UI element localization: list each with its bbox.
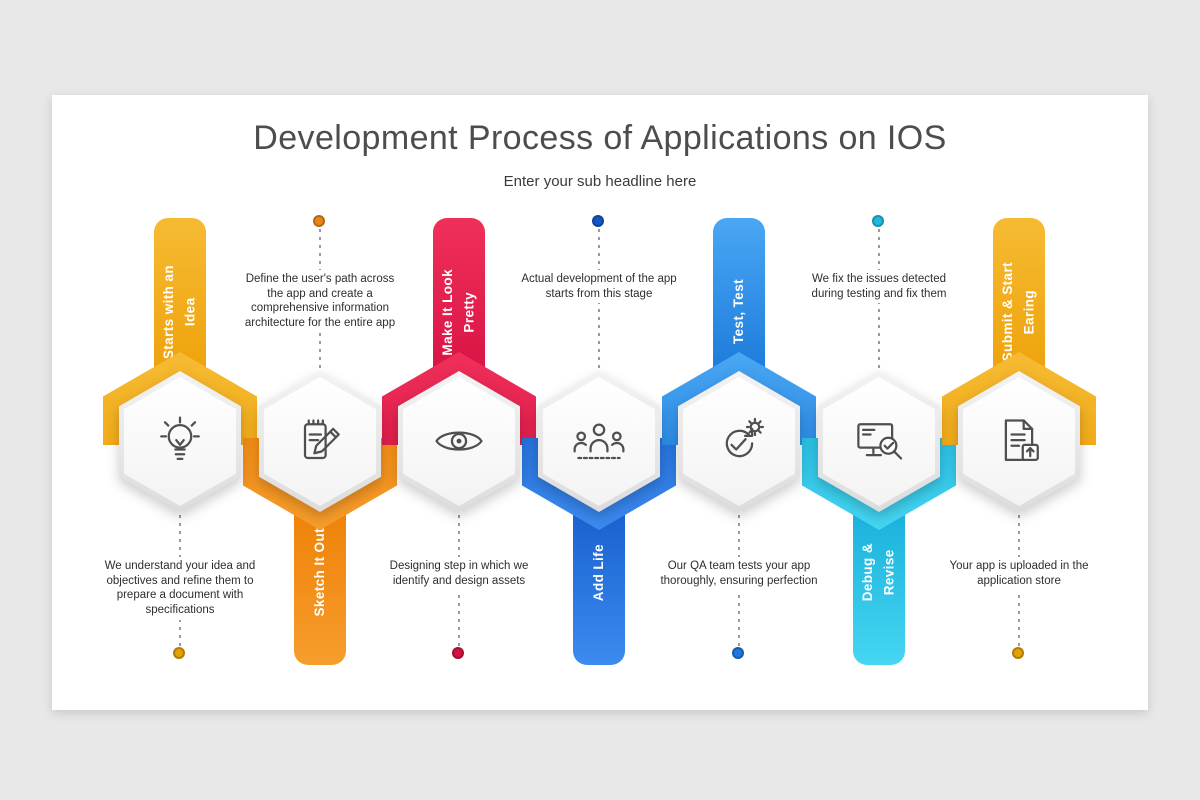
- connector-dot: [313, 215, 325, 227]
- step-description: Define the user's path across the app an…: [240, 270, 400, 333]
- connector-dot: [173, 647, 185, 659]
- step-hexagon: [678, 371, 800, 512]
- connector-dot: [592, 215, 604, 227]
- step-description: We fix the issues detected during testin…: [799, 270, 959, 304]
- idea-bulb-icon: [160, 416, 200, 460]
- step-description: Actual development of the app starts fro…: [519, 270, 679, 304]
- process-step-4: Add Life Actual development of the app s…: [519, 95, 679, 710]
- process-step-7: Submit & Start Earing Your app is upload…: [939, 95, 1099, 710]
- slide: Development Process of Applications on I…: [52, 95, 1148, 710]
- step-title: Debug & Revise: [860, 543, 897, 602]
- step-hexagon: [398, 371, 520, 512]
- sketch-notepad-icon: [303, 418, 340, 459]
- step-title: Make It Look Pretty: [440, 268, 477, 356]
- process-step-3: Make It Look Pretty Designing step in wh…: [379, 95, 539, 710]
- step-description: We understand your idea and objectives a…: [100, 557, 260, 620]
- process-step-6: Debug & Revise We fix the issues detecte…: [799, 95, 959, 710]
- step-hexagon: [119, 371, 241, 512]
- step-title: Sketch It Out: [312, 528, 328, 617]
- step-hexagon: [818, 371, 940, 512]
- process-step-5: Test, Test Our QA team tests your app th…: [659, 95, 819, 710]
- submit-upload-icon: [1004, 418, 1039, 461]
- page-subtitle: Enter your sub headline here: [503, 173, 697, 190]
- debug-monitor-icon: [857, 422, 903, 460]
- connector-dot: [1012, 647, 1024, 659]
- step-title: Test, Test: [731, 279, 747, 345]
- step-hexagon: [958, 371, 1080, 512]
- connector-dot: [452, 647, 464, 659]
- testing-sprint-icon: [725, 417, 765, 457]
- step-hexagon: [259, 371, 381, 512]
- step-title: Starts with an Idea: [161, 264, 198, 360]
- step-hexagon: [538, 371, 660, 512]
- page-title: Development Process of Applications on I…: [253, 119, 947, 157]
- process-step-2: Sketch It Out Define the user's path acr…: [240, 95, 400, 710]
- step-description: Your app is uploaded in the application …: [939, 557, 1099, 591]
- design-eye-icon: [435, 431, 483, 451]
- connector-dot: [872, 215, 884, 227]
- step-description: Designing step in which we identify and …: [379, 557, 539, 591]
- step-title: Add Life: [591, 543, 607, 602]
- step-description: Our QA team tests your app thoroughly, e…: [659, 557, 819, 591]
- process-step-1: Starts with an Idea We understand your i…: [100, 95, 260, 710]
- development-team-icon: [573, 423, 625, 459]
- connector-dot: [732, 647, 744, 659]
